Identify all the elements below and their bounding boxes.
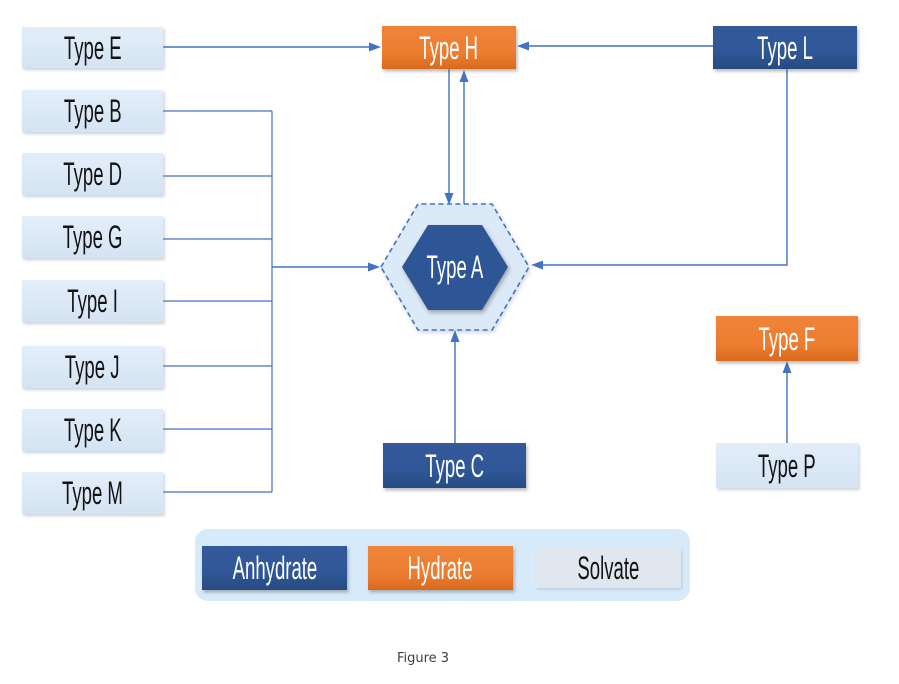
legend-anhydrate-label: Anhydrate (232, 550, 317, 586)
node-typeA: Type A (395, 247, 515, 287)
connector-typeP-typeF (782, 361, 792, 443)
connector-typeE-typeH (163, 42, 381, 52)
node-typeB-label: Type B (63, 93, 122, 129)
node-typeB: Type B (22, 90, 163, 132)
typeA-inner-hexagon (402, 225, 508, 310)
node-typeM: Type M (22, 472, 163, 514)
node-typeH-label: Type H (419, 29, 479, 66)
legend-hydrate-chip-fill: Hydrate (368, 546, 513, 590)
node-typeC: Type C (383, 443, 526, 488)
node-typeG-label: Type G (62, 219, 123, 255)
connector-typeH-typeA (444, 69, 454, 205)
node-typeE: Type E (22, 27, 163, 68)
connector-typeC-typeA (450, 330, 460, 443)
node-typeP-label: Type P (758, 447, 816, 484)
figure-caption: Figure 3 (396, 651, 450, 666)
connector-typeA-typeH (459, 70, 469, 204)
legend-solvate-label: Solvate (577, 550, 640, 586)
legend-hydrate-label: Hydrate (407, 550, 473, 586)
node-typeA-label: Type A (426, 249, 484, 285)
node-typeH: Type H (382, 26, 516, 69)
node-typeD-label: Type D (63, 156, 122, 192)
legend-solvate-chip: Solvate (536, 548, 681, 588)
connector-typeL-typeA (531, 69, 788, 270)
node-typeJ: Type J (22, 346, 163, 388)
node-typeL: Type L (713, 26, 857, 69)
node-typeD: Type D (22, 153, 163, 195)
node-typeM-label: Type M (62, 475, 123, 511)
connector-bus-typeA (272, 262, 380, 272)
node-typeK: Type K (22, 409, 163, 451)
connector-typeL-typeH (517, 41, 713, 51)
node-typeF-label: Type F (758, 320, 816, 357)
node-typeE-label: Type E (63, 29, 122, 66)
node-typeI: Type I (22, 280, 163, 322)
node-typeK-label: Type K (63, 412, 122, 448)
node-typeJ-label: Type J (65, 349, 120, 385)
node-typeL-label: Type L (757, 29, 813, 66)
node-typeG: Type G (22, 216, 163, 258)
node-typeC-label: Type C (425, 447, 484, 484)
node-typeF: Type F (716, 316, 858, 361)
node-typeP: Type P (716, 443, 858, 488)
node-typeI-label: Type I (67, 283, 118, 319)
legend-anhydrate-chip: Anhydrate (202, 546, 347, 590)
connector-left-bus (163, 110, 273, 493)
